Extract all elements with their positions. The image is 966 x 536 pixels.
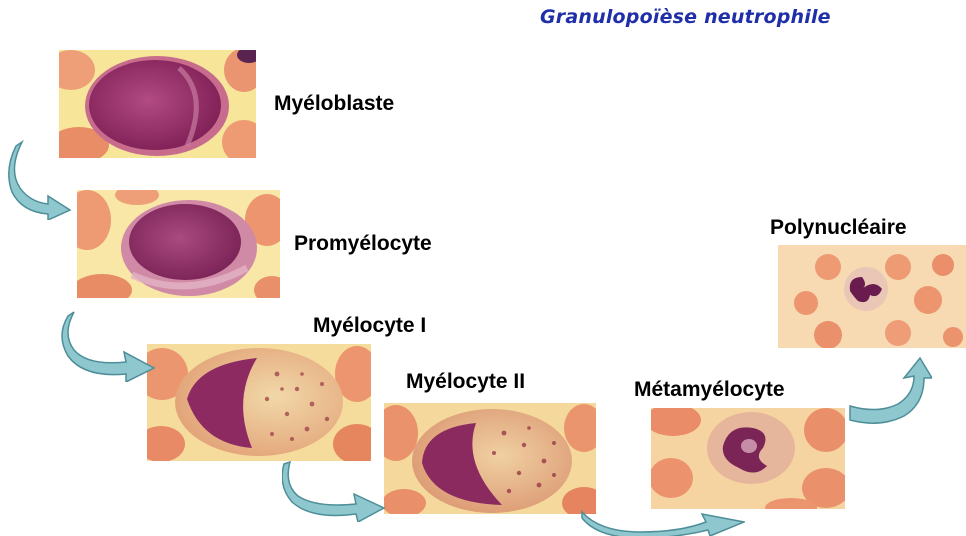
arrow-1-icon [8,140,72,220]
stage-label-myelocyte-2: Myélocyte II [406,370,525,394]
stage-label-myelocyte-1: Myélocyte I [313,314,426,338]
arrow-4-icon [580,510,745,536]
stage-label-metamyelocyte: Métamyélocyte [634,378,785,402]
myelocyte-1-image [147,344,371,461]
diagram-title: Granulopoïèse neutrophile [540,6,960,28]
metamyelocyte-image [651,408,845,509]
arrow-5-icon [848,356,932,426]
myelocyte-2-image [384,403,596,514]
stage-label-polynucleaire: Polynucléaire [770,216,907,240]
arrow-2-icon [60,310,156,382]
polynuclear-image [778,245,966,348]
arrow-3-icon [282,460,386,522]
stage-label-myeloblaste: Myéloblaste [274,92,394,116]
stage-label-promyelocyte: Promyélocyte [294,232,432,256]
promyelocyte-image [77,190,280,298]
myeloblast-image [59,50,256,158]
